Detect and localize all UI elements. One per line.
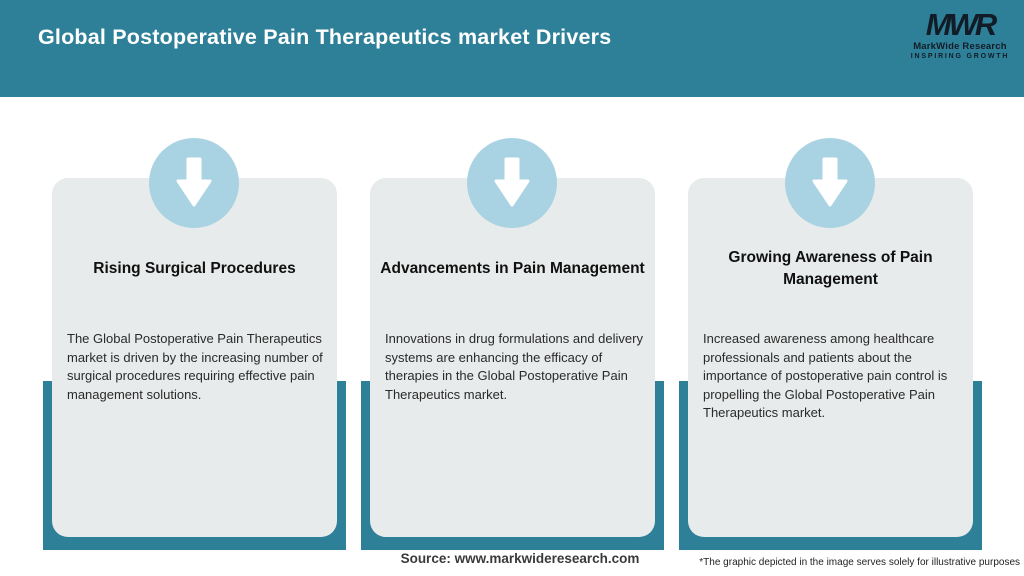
down-arrow-icon <box>149 138 239 228</box>
brand-logo: MWR MarkWide Research INSPIRING GROWTH <box>908 7 1012 60</box>
driver-card-rising-surgical-procedures: Rising Surgical Procedures The Global Po… <box>52 178 337 537</box>
down-arrow-icon <box>785 138 875 228</box>
down-arrow-icon <box>467 138 557 228</box>
disclaimer-text: *The graphic depicted in the image serve… <box>699 557 1020 568</box>
card-title: Rising Surgical Procedures <box>93 260 296 278</box>
logo-tagline: INSPIRING GROWTH <box>910 53 1010 60</box>
card-body: Increased awareness among healthcare pro… <box>703 331 948 420</box>
header-bar: Global Postoperative Pain Therapeutics m… <box>0 0 1024 97</box>
driver-card-advancements-in-pain-management: Advancements in Pain Management Innovati… <box>370 178 655 537</box>
card-body: The Global Postoperative Pain Therapeuti… <box>67 331 323 402</box>
card-title: Advancements in Pain Management <box>380 260 645 278</box>
page-title: Global Postoperative Pain Therapeutics m… <box>38 25 612 49</box>
card-body: Innovations in drug formulations and del… <box>385 331 643 402</box>
logo-name: MarkWide Research <box>913 41 1007 52</box>
card-title: Growing Awareness of Pain Management <box>728 249 933 288</box>
logo-acronym: MWR <box>925 7 997 42</box>
driver-card-growing-awareness-of-pain-management: Growing Awareness of Pain Management Inc… <box>688 178 973 537</box>
source-text: Source: www.markwideresearch.com <box>400 551 640 566</box>
